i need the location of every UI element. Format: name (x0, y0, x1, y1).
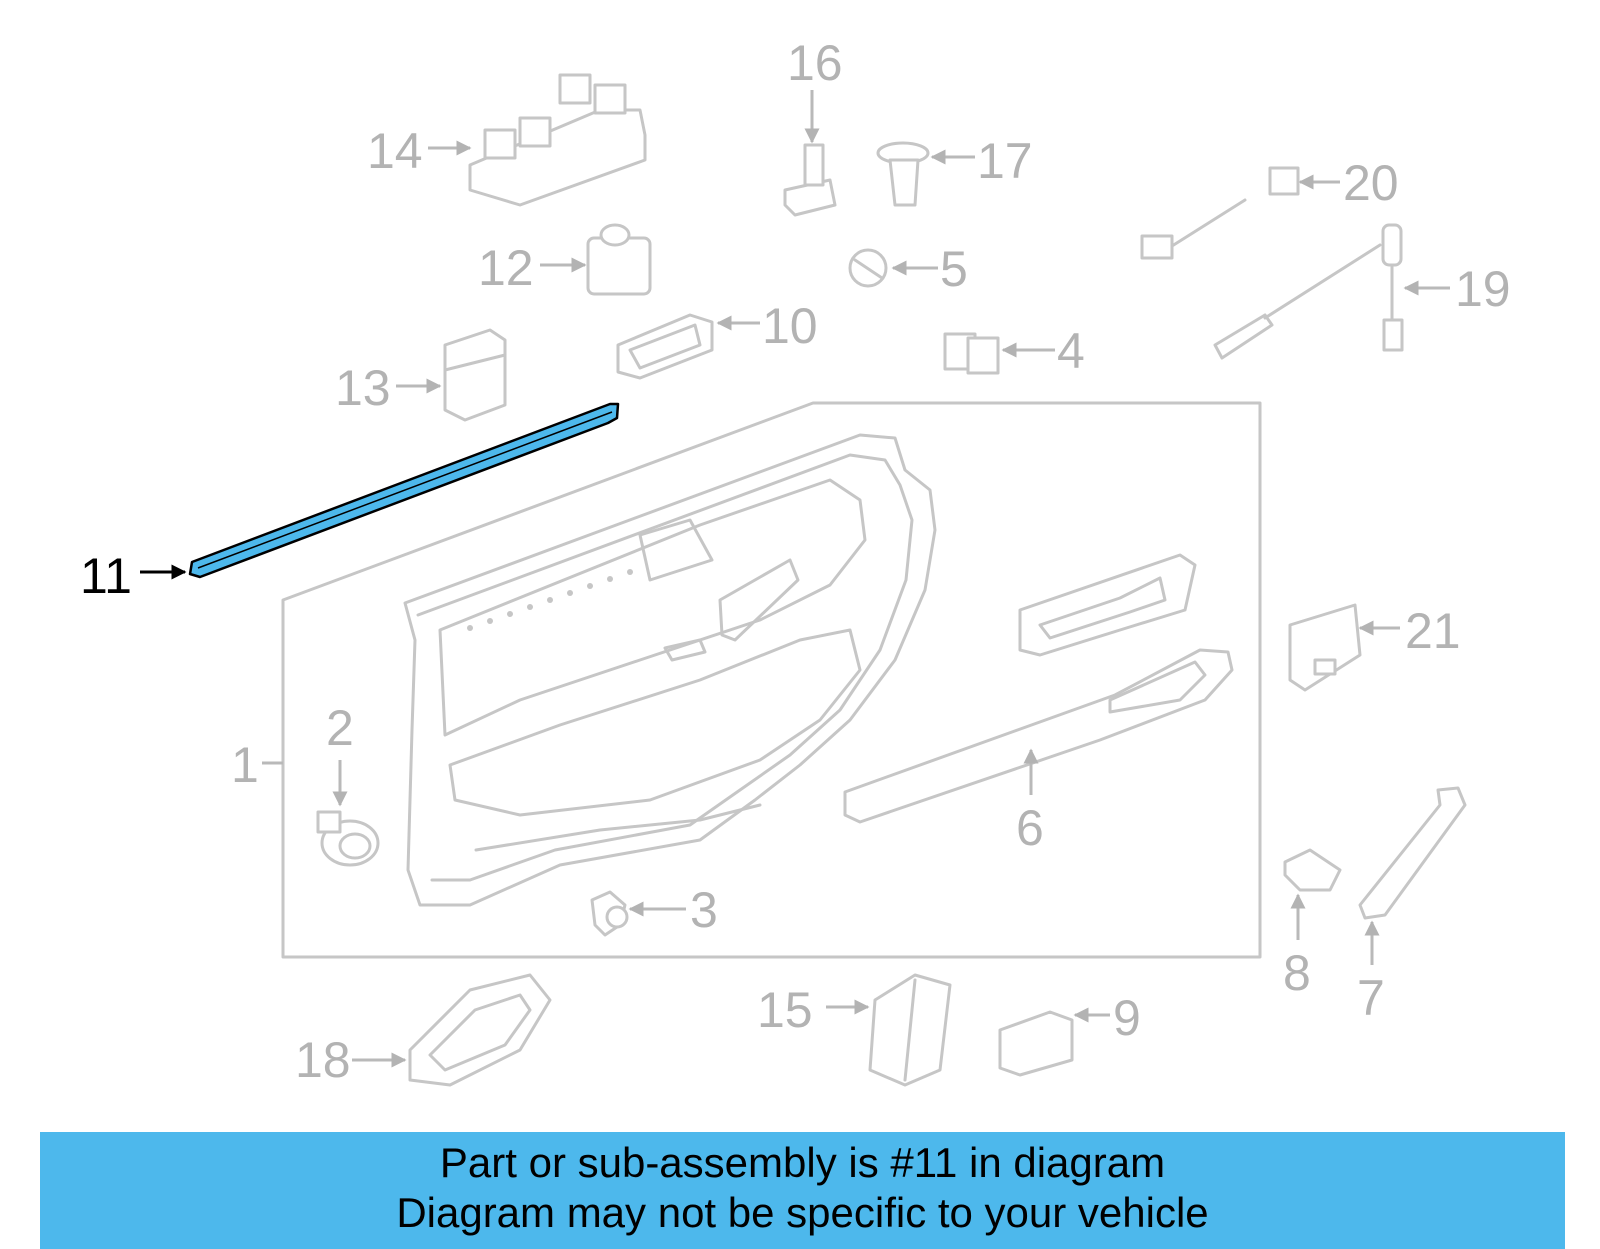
switch-part-13 (443, 328, 507, 422)
callout-15: 15 (757, 982, 813, 1038)
door-trim-panel (403, 433, 937, 907)
bulb-socket-part-16 (783, 143, 837, 217)
handle-housing-part-18 (408, 973, 552, 1087)
callout-21: 21 (1405, 603, 1461, 659)
callout-2: 2 (326, 700, 354, 756)
push-clip-part-17 (876, 141, 930, 207)
callout-17: 17 (977, 133, 1033, 189)
door-panel-assembly-box (281, 401, 1262, 959)
window-switch-panel-part-14 (468, 73, 647, 207)
push-pin-part-3 (590, 890, 629, 937)
callout-14: 14 (367, 123, 423, 179)
speaker-grille-dots (467, 569, 633, 631)
switch-bezel-part-10 (616, 313, 714, 380)
cable-part-19 (1213, 223, 1404, 360)
banner-line-part-number: Part or sub-assembly is #11 in diagram (439, 1139, 1166, 1186)
callout-9: 9 (1113, 990, 1141, 1046)
callout-8: 8 (1283, 945, 1311, 1001)
callout-16: 16 (787, 35, 843, 91)
armrest-trim-part (843, 648, 1234, 824)
clip-part-2 (316, 810, 380, 867)
switch-part-9 (998, 1010, 1074, 1077)
callout-18: 18 (295, 1032, 351, 1088)
wire-connector-part-20 (1140, 166, 1300, 260)
callout-7: 7 (1357, 970, 1385, 1026)
info-banner: Part or sub-assembly is #11 in diagram D… (40, 1132, 1565, 1249)
switch-module-part-21 (1288, 603, 1362, 692)
callout-numbers: 1 2 3 4 5 6 7 8 9 10 11 12 13 14 15 16 1… (80, 35, 1511, 1088)
grommet-part-5 (848, 248, 888, 288)
callout-12: 12 (478, 240, 534, 296)
highlighted-part-11-beltline-strip[interactable] (188, 402, 620, 579)
callout-5: 5 (940, 241, 968, 297)
callout-4: 4 (1057, 323, 1085, 379)
callout-3: 3 (690, 882, 718, 938)
callout-20: 20 (1343, 155, 1399, 211)
leader-lines (140, 90, 1450, 1068)
clip-part-4 (943, 332, 1000, 375)
clip-part-8 (1283, 848, 1342, 892)
banner-line-disclaimer: Diagram may not be specific to your vehi… (396, 1189, 1209, 1236)
mirror-switch-part-12 (586, 223, 652, 296)
callout-13: 13 (335, 360, 391, 416)
inner-handle-bezel-part (1018, 553, 1197, 657)
callout-19: 19 (1455, 261, 1511, 317)
callout-11[interactable]: 11 (80, 548, 132, 604)
switch-part-15 (868, 973, 952, 1087)
callout-10: 10 (762, 298, 818, 354)
trim-strip-part-7 (1358, 786, 1467, 920)
callout-6: 6 (1016, 800, 1044, 856)
callout-1: 1 (231, 737, 259, 793)
